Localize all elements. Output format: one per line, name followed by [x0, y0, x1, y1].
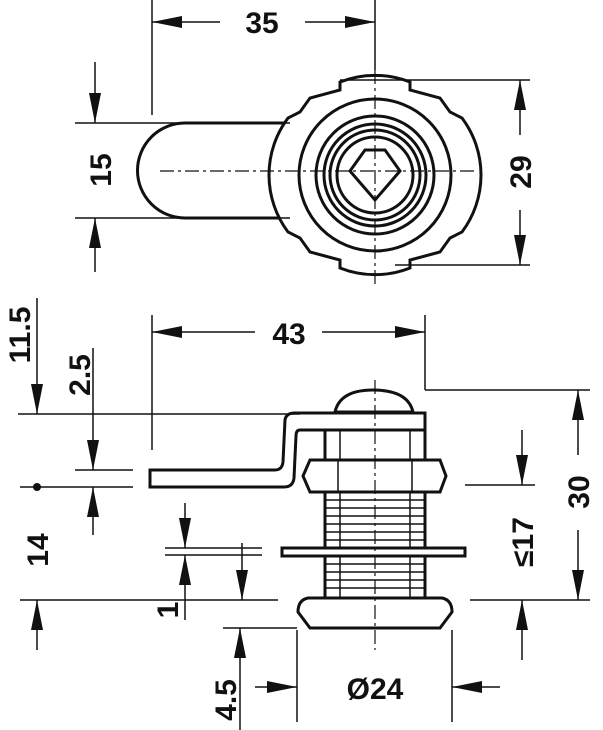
- dim-43: 43: [272, 318, 305, 351]
- reference-dot: [33, 483, 41, 491]
- dim-35: 35: [245, 7, 278, 40]
- dim-max-17: ≤17: [507, 517, 540, 567]
- dim-diameter-24: Ø24: [347, 673, 404, 706]
- dim-11-5: 11.5: [4, 307, 37, 364]
- dim-4-5: 4.5: [210, 679, 243, 721]
- dim-29: 29: [505, 155, 538, 188]
- dim-30: 30: [563, 475, 596, 508]
- knob: [333, 388, 415, 414]
- dim-15: 15: [85, 153, 118, 186]
- dim-14: 14: [22, 533, 55, 567]
- dim-1: 1: [152, 602, 185, 619]
- top-view: 35 15 29: [75, 0, 538, 285]
- side-view: 43 11.5 2.5 14 1 4.5 Ø24 ≤17 30: [4, 298, 596, 730]
- dim-2-5: 2.5: [64, 354, 97, 396]
- washer: [280, 546, 467, 558]
